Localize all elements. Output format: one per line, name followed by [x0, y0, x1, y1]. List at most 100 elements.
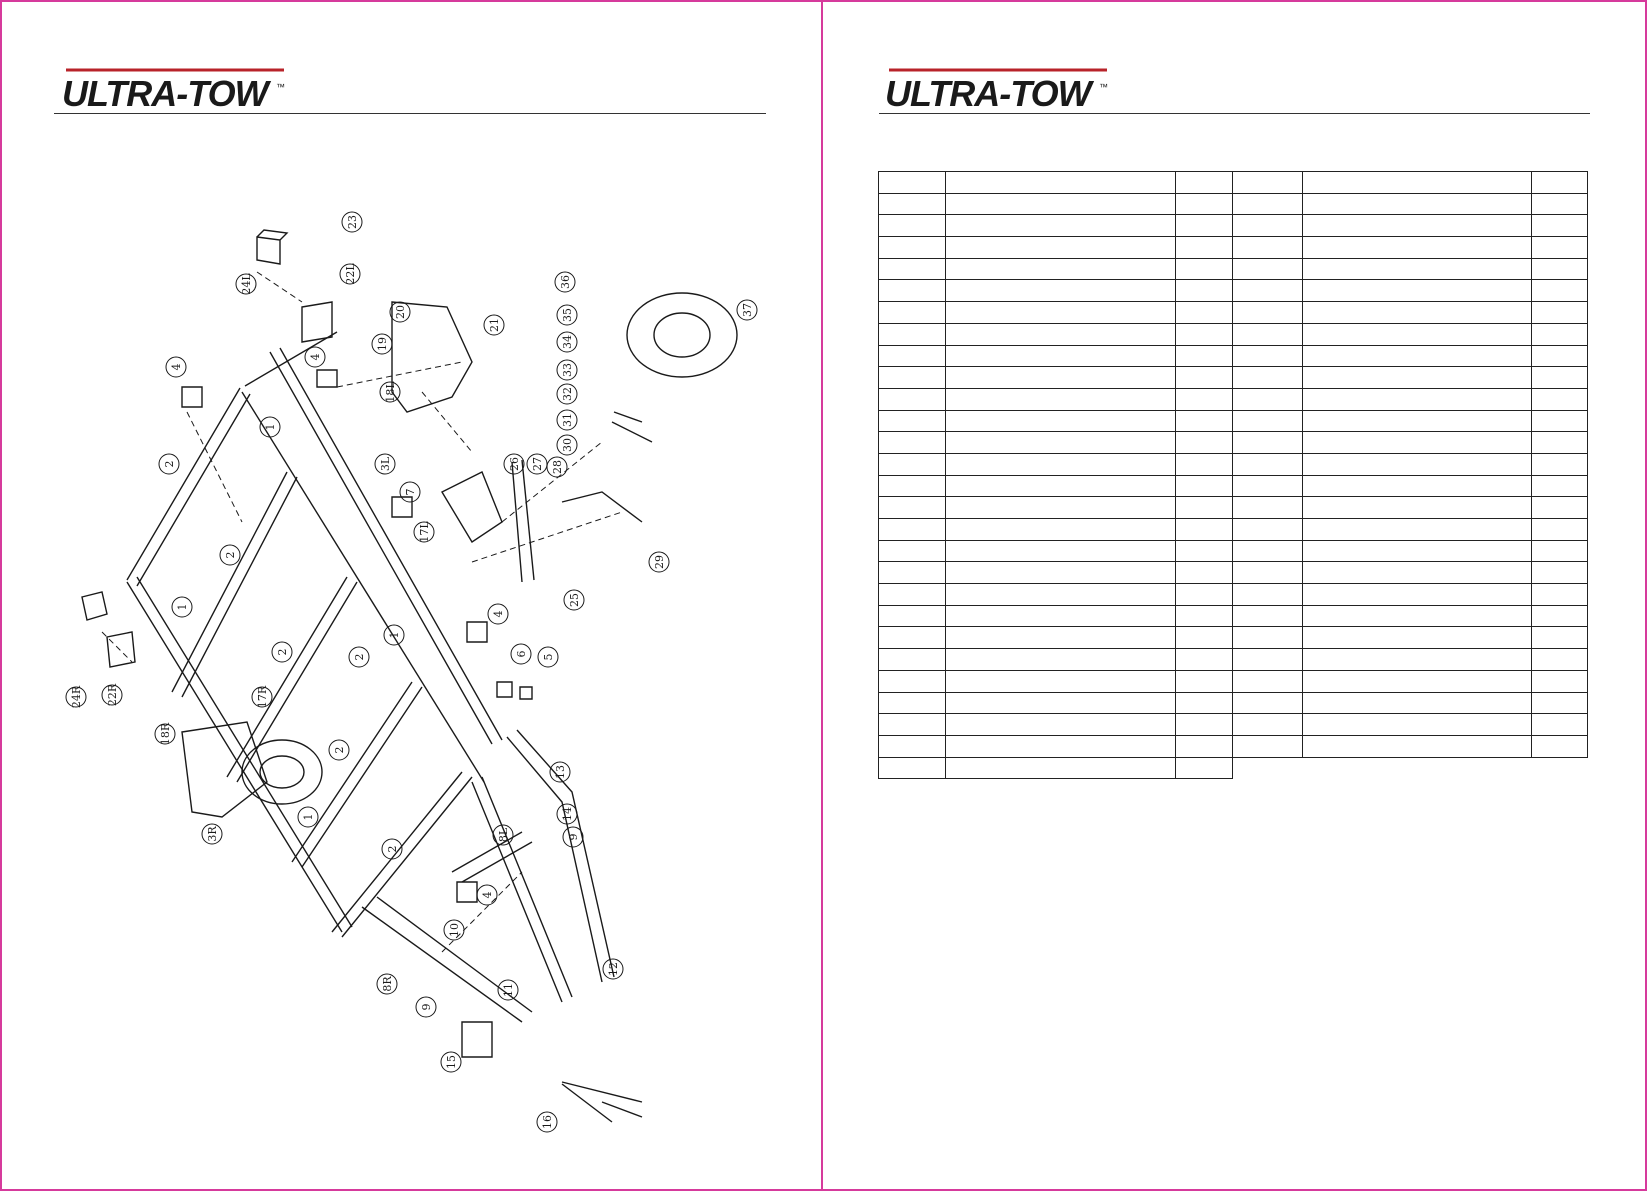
table-cell	[1175, 648, 1233, 671]
table-cell	[945, 452, 1176, 476]
table-cell	[1302, 561, 1532, 585]
table-cell	[878, 171, 946, 194]
table-cell	[945, 322, 1176, 346]
svg-text:35: 35	[561, 308, 574, 322]
table-cell	[1232, 214, 1303, 238]
svg-text:22L: 22L	[344, 263, 357, 285]
table-row	[878, 257, 1588, 281]
table-cell	[945, 648, 1176, 671]
table-cell	[1531, 734, 1588, 758]
table-cell	[945, 691, 1176, 715]
table-row	[878, 171, 1588, 194]
table-cell	[1531, 669, 1588, 693]
table-cell	[878, 279, 946, 303]
table-cell	[1232, 192, 1303, 216]
table-cell	[878, 691, 946, 715]
table-cell	[1232, 561, 1303, 585]
svg-text:18R: 18R	[159, 722, 172, 745]
table-cell	[1175, 691, 1233, 715]
table-cell	[1232, 344, 1303, 368]
table-cell	[945, 387, 1176, 411]
table-cell	[1303, 757, 1532, 779]
table-cell	[1175, 366, 1233, 389]
svg-text:7: 7	[404, 489, 417, 496]
table-cell	[878, 214, 946, 238]
svg-text:4: 4	[170, 364, 183, 371]
ultra-tow-logo: ULTRA-TOW ™	[58, 66, 288, 112]
table-cell	[1302, 301, 1532, 324]
svg-text:19: 19	[376, 337, 389, 351]
exploded-trailer-diagram: 23 24L 22L 4 4 1 2 19 20 21 18L 36 37 35…	[65, 211, 758, 1133]
table-cell	[1531, 409, 1588, 433]
table-cell	[1531, 474, 1588, 498]
svg-text:18L: 18L	[384, 381, 397, 403]
table-cell	[1232, 452, 1303, 476]
table-row	[878, 518, 1588, 541]
table-cell	[1175, 452, 1233, 476]
table-cell	[878, 322, 946, 346]
table-cell	[1531, 713, 1588, 736]
table-cell	[878, 344, 946, 368]
table-cell	[1302, 518, 1532, 541]
logo-text: ULTRA-TOW	[62, 73, 272, 112]
svg-text:21: 21	[488, 318, 501, 332]
parts-list-table	[878, 171, 1588, 780]
table-cell	[1175, 626, 1233, 650]
svg-text:33: 33	[561, 363, 574, 377]
svg-text:1: 1	[388, 632, 401, 639]
svg-text:20: 20	[394, 305, 407, 319]
table-cell	[1302, 344, 1532, 368]
table-row	[878, 344, 1588, 368]
left-page: ULTRA-TOW ™	[0, 0, 823, 1191]
table-cell	[1302, 691, 1532, 715]
svg-text:1: 1	[302, 814, 315, 821]
table-cell	[1302, 452, 1532, 476]
table-cell	[1175, 279, 1233, 303]
table-cell	[1302, 648, 1532, 671]
table-cell	[1233, 757, 1303, 779]
table-cell	[1232, 474, 1303, 498]
table-cell	[945, 171, 1176, 194]
table-row	[878, 474, 1588, 498]
svg-text:13: 13	[554, 765, 567, 779]
table-cell	[1232, 691, 1303, 715]
table-cell	[1302, 713, 1532, 736]
table-cell	[1175, 387, 1233, 411]
table-cell	[1232, 496, 1303, 519]
table-cell	[1302, 236, 1532, 259]
svg-text:8L: 8L	[497, 827, 510, 842]
table-cell	[878, 496, 946, 519]
svg-text:5: 5	[542, 654, 555, 661]
table-row	[878, 756, 1588, 780]
table-cell	[1302, 496, 1532, 519]
table-row	[878, 626, 1588, 650]
table-cell	[878, 561, 946, 585]
table-cell	[1531, 387, 1588, 411]
table-cell	[1302, 474, 1532, 498]
svg-text:4: 4	[481, 892, 494, 899]
table-cell	[945, 561, 1176, 585]
table-cell	[945, 604, 1176, 628]
table-cell	[1175, 713, 1233, 736]
table-cell	[1531, 691, 1588, 715]
table-cell	[945, 409, 1176, 433]
table-cell	[878, 452, 946, 476]
header-rule	[54, 113, 766, 114]
table-cell	[1232, 669, 1303, 693]
svg-text:8R: 8R	[381, 976, 394, 992]
table-cell	[945, 518, 1176, 541]
table-cell	[1531, 279, 1588, 303]
table-cell	[1302, 734, 1532, 758]
svg-text:12: 12	[607, 962, 620, 976]
svg-text:1: 1	[264, 424, 277, 431]
table-cell	[1531, 214, 1588, 238]
table-row	[878, 214, 1588, 238]
table-cell	[1175, 409, 1233, 433]
svg-text:24L: 24L	[240, 273, 253, 295]
table-cell	[945, 366, 1176, 389]
table-cell	[1302, 583, 1532, 606]
table-row	[878, 691, 1588, 715]
table-cell	[945, 474, 1176, 498]
svg-text:6: 6	[515, 651, 528, 658]
svg-text:37: 37	[741, 303, 754, 317]
